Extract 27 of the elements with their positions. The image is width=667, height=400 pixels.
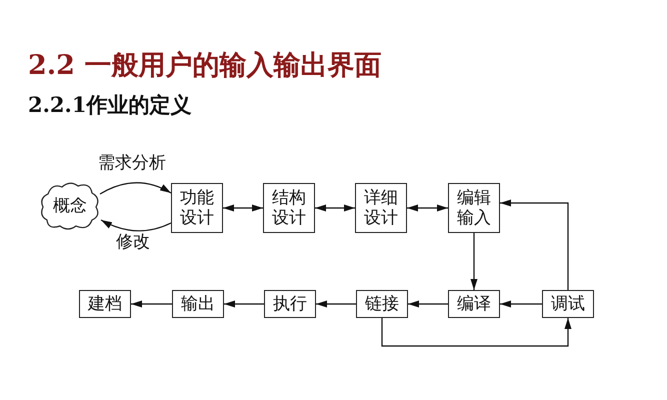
process-box: 编辑输入 bbox=[448, 183, 500, 233]
process-box: 详细设计 bbox=[355, 183, 407, 233]
arrow bbox=[408, 300, 448, 308]
edge-label: 修改 bbox=[116, 232, 150, 252]
arrow bbox=[224, 300, 264, 308]
process-box: 链接 bbox=[356, 290, 408, 318]
arrow bbox=[100, 219, 172, 232]
process-box: 执行 bbox=[264, 290, 316, 318]
title: 2.2 一般用户的输入输出界面 bbox=[28, 50, 382, 82]
arrow bbox=[500, 200, 569, 290]
arrow bbox=[223, 204, 263, 212]
arrow bbox=[381, 318, 572, 347]
process-box: 建档 bbox=[79, 290, 131, 318]
edge-label: 需求分析 bbox=[98, 153, 166, 173]
arrow bbox=[407, 204, 448, 212]
process-box: 输出 bbox=[172, 290, 224, 318]
arrow bbox=[500, 300, 542, 308]
process-box: 功能设计 bbox=[171, 183, 223, 233]
arrow bbox=[316, 300, 356, 308]
process-box: 结构设计 bbox=[263, 183, 315, 233]
arrow bbox=[131, 300, 172, 308]
arrow bbox=[100, 182, 172, 195]
process-box: 调试 bbox=[542, 290, 594, 318]
process-box: 编译 bbox=[448, 290, 500, 318]
arrow bbox=[470, 233, 478, 290]
arrow bbox=[315, 204, 355, 212]
subtitle: 2.2.1作业的定义 bbox=[28, 92, 192, 118]
